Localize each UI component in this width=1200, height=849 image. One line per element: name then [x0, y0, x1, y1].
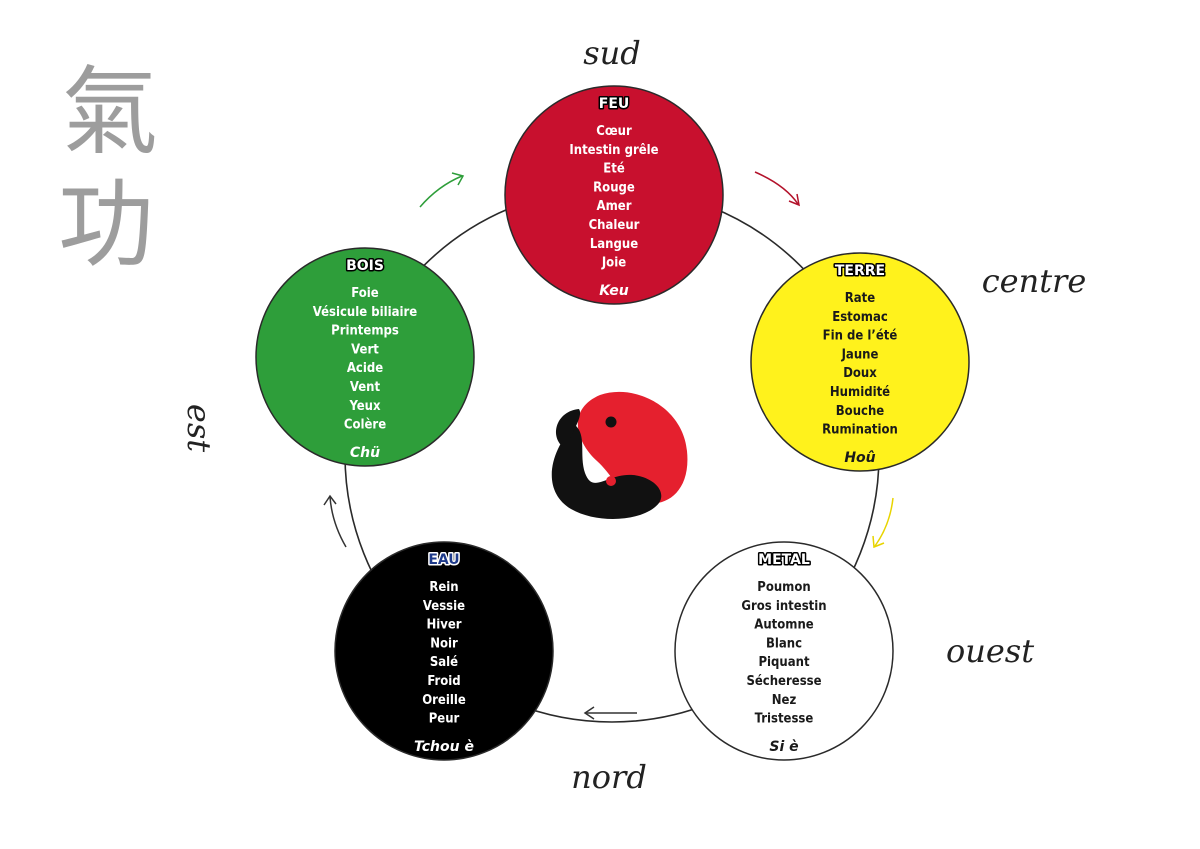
yin-yang-symbol: [551, 391, 688, 520]
direction-est: est: [180, 404, 218, 452]
arrow-terre-to-metal: [872, 497, 894, 549]
element-item-bois: Yeux: [348, 399, 381, 414]
yin-yang-red-half: [577, 391, 688, 504]
element-item-feu: Rouge: [593, 180, 635, 195]
element-item-feu: Langue: [590, 237, 638, 252]
direction-centre: centre: [982, 262, 1087, 300]
element-title-bois: BOIS: [346, 258, 384, 274]
element-item-bois: Colère: [344, 418, 386, 433]
element-item-feu: Chaleur: [589, 218, 640, 233]
element-item-metal: Sécheresse: [746, 674, 821, 689]
arrow-feu-to-terre: [754, 171, 800, 207]
element-item-terre: Humidité: [830, 385, 890, 400]
element-item-terre: Jaune: [841, 347, 879, 362]
yin-yang-red-dot: [606, 476, 616, 486]
yin-yang-black-half: [551, 425, 662, 520]
element-item-terre: Rate: [845, 291, 875, 306]
qigong-calligraphy: 氣 功: [58, 56, 158, 281]
element-circle-feu: [504, 85, 724, 305]
yin-yang-black-dot: [605, 416, 617, 428]
cycle-arrows: [323, 171, 894, 720]
arrow-eau-to-bois: [323, 494, 347, 548]
element-sound-terre: Hoû: [844, 450, 875, 466]
element-item-metal: Poumon: [757, 580, 811, 595]
element-item-bois: Acide: [347, 361, 383, 376]
element-item-feu: Cœur: [596, 124, 632, 139]
element-item-bois: Vésicule biliaire: [313, 305, 418, 320]
element-item-metal: Gros intestin: [741, 599, 826, 614]
element-item-feu: Intestin grêle: [569, 143, 658, 158]
element-circle-eau: [334, 541, 554, 761]
element-item-bois: Vert: [351, 342, 379, 357]
element-item-eau: Oreille: [422, 693, 466, 708]
direction-ouest: ouest: [946, 632, 1034, 670]
element-item-eau: Noir: [430, 636, 458, 651]
element-sound-metal: Si è: [769, 739, 798, 755]
element-title-eau: EAU: [428, 552, 459, 568]
direction-nord: nord: [571, 758, 647, 796]
element-title-metal: METAL: [758, 552, 810, 568]
direction-sud: sud: [583, 34, 641, 72]
element-item-bois: Printemps: [331, 324, 399, 339]
arrow-bois-to-feu: [419, 172, 465, 208]
element-title-feu: FEU: [599, 96, 630, 112]
element-item-bois: Vent: [350, 380, 381, 395]
element-circle-terre: [750, 252, 970, 472]
element-item-metal: Nez: [772, 693, 797, 708]
element-item-metal: Piquant: [758, 655, 809, 670]
element-item-eau: Hiver: [426, 618, 461, 633]
element-eau: EAU ReinVessieHiverNoirSaléFroidOreillePe…: [334, 541, 554, 761]
element-item-terre: Fin de l’été: [823, 329, 898, 344]
arrow-metal-to-eau: [583, 706, 637, 720]
calligraphy-qi: 氣: [62, 56, 158, 168]
calligraphy-gong: 功: [58, 169, 154, 281]
element-item-eau: Vessie: [423, 599, 465, 614]
element-item-feu: Eté: [603, 162, 625, 177]
element-item-terre: Bouche: [836, 404, 885, 419]
element-sound-eau: Tchou è: [414, 739, 474, 755]
element-item-terre: Doux: [843, 366, 877, 381]
element-item-eau: Froid: [427, 674, 460, 689]
element-item-terre: Rumination: [822, 423, 898, 438]
element-item-metal: Tristesse: [755, 712, 814, 727]
element-item-metal: Automne: [754, 618, 814, 633]
element-sound-feu: Keu: [599, 283, 629, 299]
yin-yang-brush-hook: [556, 409, 581, 447]
element-title-terre: TERRE: [835, 263, 885, 279]
element-item-feu: Amer: [597, 199, 632, 214]
element-item-eau: Salé: [430, 655, 458, 670]
element-item-bois: Foie: [351, 286, 379, 301]
element-item-metal: Blanc: [766, 636, 802, 651]
element-circle-metal: [674, 541, 894, 761]
element-sound-bois: Chü: [350, 445, 380, 461]
element-item-eau: Rein: [429, 580, 458, 595]
element-item-terre: Estomac: [832, 310, 888, 325]
element-item-eau: Peur: [429, 712, 460, 727]
element-item-feu: Joie: [601, 256, 626, 271]
element-circle-bois: [255, 247, 475, 467]
